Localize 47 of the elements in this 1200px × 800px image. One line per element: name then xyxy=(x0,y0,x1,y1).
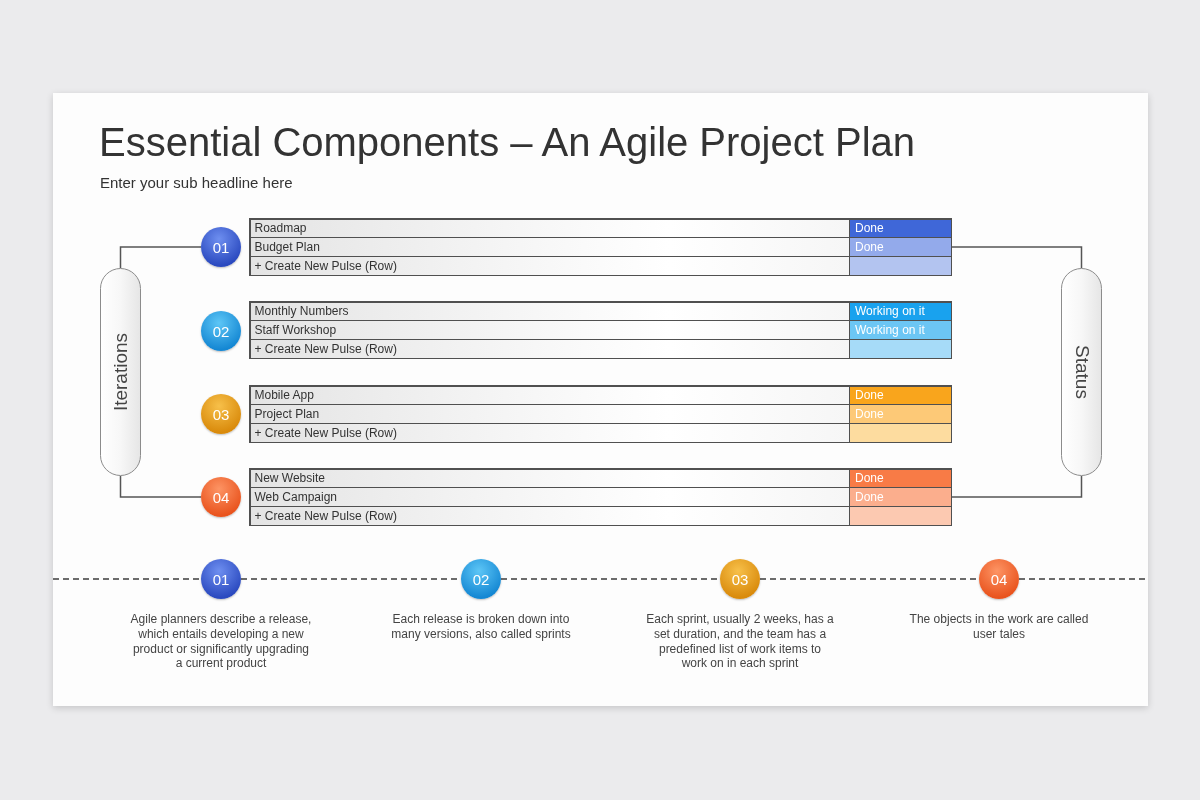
connector-line xyxy=(951,475,1083,498)
status-cell: Done xyxy=(850,386,951,404)
slide-title: Essential Components – An Agile Project Plan xyxy=(99,120,916,164)
capsule-panel xyxy=(100,268,141,476)
task-name-cell: Roadmap xyxy=(250,219,849,237)
dashed-line xyxy=(52,578,202,580)
step-description: Each release is broken down into many versions, also called sprints xyxy=(390,612,572,642)
step-number: 01 xyxy=(212,238,230,256)
connector-line xyxy=(951,246,1083,269)
connector-line xyxy=(119,475,202,498)
step-number: 02 xyxy=(472,570,490,588)
task-table xyxy=(249,468,952,526)
status-cell: Done xyxy=(850,405,951,423)
step-description: Each sprint, usually 2 weeks, has a set duration, and the team has a predefined list of work items to work on in each sprint xyxy=(645,612,835,672)
task-name-cell: + Create New Pulse (Row) xyxy=(250,340,849,358)
capsule-panel xyxy=(1061,268,1102,476)
task-name-cell: Project Plan xyxy=(250,405,849,423)
task-table xyxy=(249,301,952,359)
capsule-label: Iterations xyxy=(109,332,132,412)
capsule-label: Status xyxy=(1070,345,1093,399)
status-cell: Done xyxy=(850,219,951,237)
sub-headline: Enter your sub headline here xyxy=(100,174,293,191)
status-cell: Done xyxy=(850,238,951,256)
step-description: Agile planners describe a release, which entails developing a new product or significantly upgrading a current product xyxy=(129,612,313,672)
task-name-cell: Web Campaign xyxy=(250,488,849,506)
connector-line xyxy=(119,246,202,269)
task-name-cell: + Create New Pulse (Row) xyxy=(250,507,849,525)
task-table xyxy=(249,385,952,443)
step-description: The objects in the work are called user tales xyxy=(908,612,1090,642)
step-number: 02 xyxy=(212,322,230,340)
task-name-cell: Monthly Numbers xyxy=(250,302,849,320)
status-cell: Done xyxy=(850,488,951,506)
task-name-cell: Staff Workshop xyxy=(250,321,849,339)
task-table xyxy=(249,218,952,276)
task-name-cell: Mobile App xyxy=(250,386,849,404)
task-name-cell: New Website xyxy=(250,469,849,487)
task-name-cell: + Create New Pulse (Row) xyxy=(250,257,849,275)
step-number: 03 xyxy=(212,405,230,423)
status-cell: Working on it xyxy=(850,321,951,339)
task-name-cell: + Create New Pulse (Row) xyxy=(250,424,849,442)
step-number: 01 xyxy=(212,570,230,588)
status-cell: Working on it xyxy=(850,302,951,320)
step-number: 04 xyxy=(212,488,230,506)
step-number: 04 xyxy=(990,570,1008,588)
step-number: 03 xyxy=(731,570,749,588)
task-name-cell: Budget Plan xyxy=(250,238,849,256)
status-cell: Done xyxy=(850,469,951,487)
